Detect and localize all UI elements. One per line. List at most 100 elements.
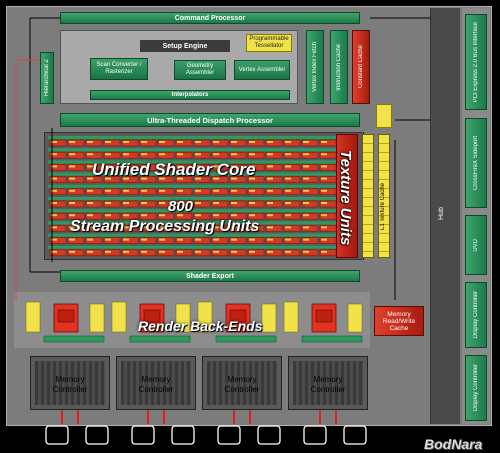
render-back-ends-label: Render Back-Ends (138, 318, 263, 334)
stream-core-highlight (51, 189, 57, 192)
stream-core-highlight (231, 238, 237, 241)
stream-core-cell (211, 200, 229, 208)
stream-core-highlight (177, 153, 183, 156)
stream-core-cell (211, 212, 229, 220)
memory-read-write-cache: Memory Read/Write Cache (374, 306, 424, 336)
stream-core-highlight (141, 153, 147, 156)
stream-core-cell (49, 139, 67, 147)
l2-cache-block (89, 303, 105, 333)
stream-core-highlight (321, 153, 327, 156)
stream-core-highlight (51, 153, 57, 156)
stream-core-highlight (141, 177, 147, 180)
stream-core-cell (229, 139, 247, 147)
stream-core-highlight (105, 226, 111, 229)
stream-core-cell (85, 151, 103, 159)
stream-core-cell (247, 188, 265, 196)
stream-core-cell (283, 212, 301, 220)
stream-core-cell (157, 164, 175, 171)
stream-core-cell (283, 139, 301, 147)
shader-export: Shader Export (60, 270, 360, 282)
stream-core-cell (49, 237, 67, 244)
stream-core-highlight (51, 165, 57, 168)
stream-core-cell (85, 249, 103, 257)
render-back-end-blocks (25, 301, 363, 343)
stream-core-highlight (213, 202, 219, 204)
stream-core-cell (247, 237, 265, 244)
stream-core-cell (121, 188, 139, 196)
stream-core-highlight (69, 153, 75, 156)
ultra-threaded-dispatch-processor: Ultra-Threaded Dispatch Processor (60, 113, 360, 127)
stream-core-cell (175, 249, 193, 257)
stream-core-highlight (303, 202, 309, 204)
stream-core-cell (103, 151, 121, 159)
texture-units-column (336, 134, 358, 258)
stream-core-highlight (69, 202, 75, 204)
stream-core-cell (139, 225, 157, 232)
stream-core-cell (49, 249, 67, 257)
vertex-assembler: Vertex Assembler (234, 60, 290, 80)
stream-core-cell (265, 176, 283, 183)
stream-core-cell (121, 237, 139, 244)
stream-core-highlight (249, 238, 255, 241)
l2-cache-block (347, 303, 363, 333)
simd-row-bar (48, 245, 336, 249)
rbe-cache-side (283, 301, 299, 333)
stream-core-highlight (123, 189, 129, 192)
stream-core-highlight (87, 165, 93, 168)
stream-core-cell (193, 151, 211, 159)
uvd-block: UVD (465, 215, 487, 275)
stream-core-highlight (249, 226, 255, 229)
stream-core-cell (193, 237, 211, 244)
stream-core-highlight (177, 250, 183, 253)
stream-core-cell (283, 237, 301, 244)
stream-core-highlight (123, 214, 129, 217)
stream-core-cell (121, 200, 139, 208)
stream-core-cell (157, 139, 175, 147)
stream-core-highlight (321, 165, 327, 168)
stream-core-highlight (159, 250, 165, 253)
stream-core-highlight (231, 165, 237, 168)
stream-core-cell (301, 225, 319, 232)
stream-core-cell (121, 139, 139, 147)
l2-cache-block (261, 303, 277, 333)
stream-core-cell (85, 237, 103, 244)
stream-core-highlight (303, 214, 309, 217)
stream-core-highlight (123, 250, 129, 253)
rbe-green-bar (129, 335, 191, 343)
stream-core-highlight (249, 165, 255, 168)
stream-core-cell (193, 188, 211, 196)
stream-core-highlight (159, 226, 165, 229)
stream-core-highlight (51, 177, 57, 180)
stream-core-highlight (141, 165, 147, 168)
memory-io-pad (171, 425, 195, 445)
l1-texture-cache-column-1 (362, 134, 374, 258)
stream-core-cell (157, 176, 175, 183)
simd-row-bar (48, 233, 336, 237)
stream-core-cell (301, 151, 319, 159)
rbe-cache-side (111, 301, 127, 333)
stream-core-cell (265, 164, 283, 171)
stream-core-highlight (213, 177, 219, 180)
stream-core-cell (139, 151, 157, 159)
stream-core-cell (139, 200, 157, 208)
stream-core-highlight (105, 250, 111, 253)
stream-core-highlight (267, 250, 273, 253)
stream-core-highlight (195, 177, 201, 180)
stream-core-cell (193, 249, 211, 257)
stream-core-cell (121, 249, 139, 257)
stream-core-highlight (105, 177, 111, 180)
memory-io-pad (303, 425, 327, 445)
stream-core-cell (85, 176, 103, 183)
stream-core-cell (247, 151, 265, 159)
pcie-interface: PCI Express 2.0 Bus Interface (465, 14, 487, 110)
stream-core-cell (175, 237, 193, 244)
stream-core-cell (193, 176, 211, 183)
stream-core-highlight (123, 177, 129, 180)
stream-core-highlight (231, 177, 237, 180)
stream-core-cell (139, 188, 157, 196)
stream-core-cell (49, 151, 67, 159)
stream-core-highlight (285, 153, 291, 156)
command-processor: Command Processor (60, 12, 360, 24)
stream-core-highlight (159, 165, 165, 168)
stream-core-cell (157, 151, 175, 159)
